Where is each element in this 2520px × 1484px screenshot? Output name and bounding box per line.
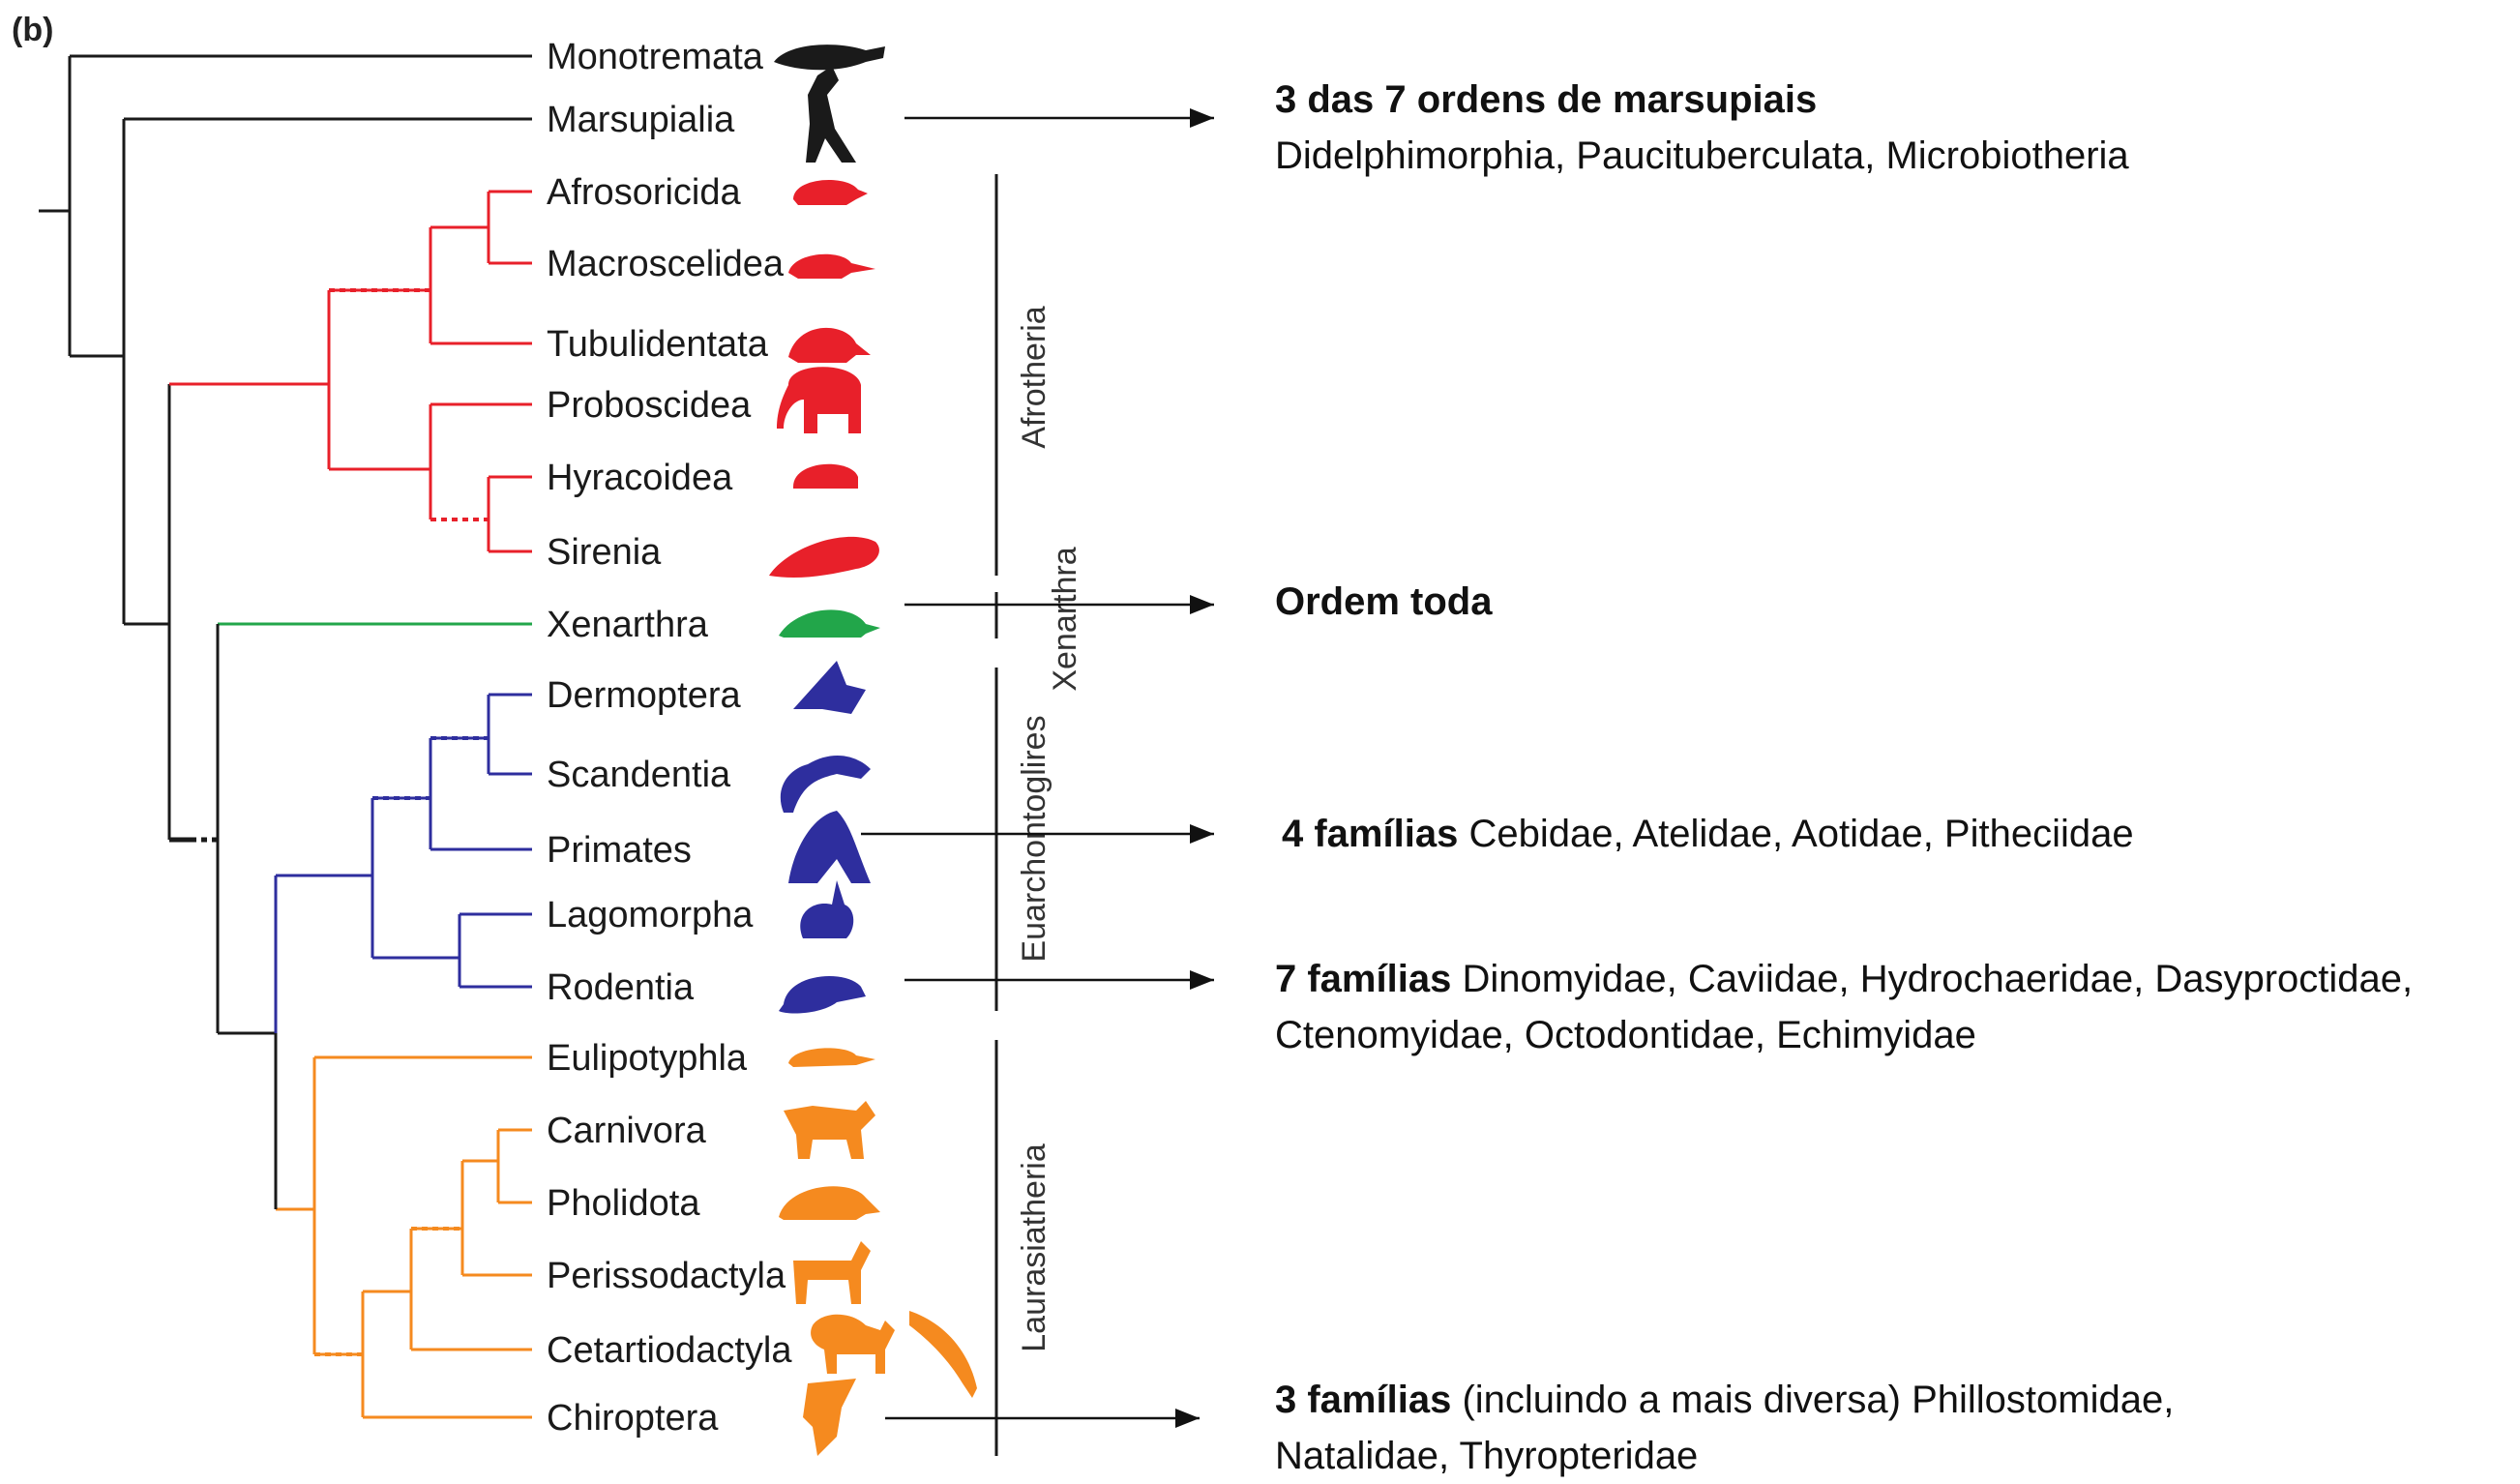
tree-branches-euarchontoglires (276, 695, 532, 1033)
taxon-label: Scandentia (547, 755, 731, 795)
euarchontoglires-clade-label: Euarchontoglires (1016, 715, 1052, 962)
rodentia-note-line2: Ctenomyidae, Octodontidae, Echimyidae (1275, 1007, 2413, 1063)
aardvark-icon (788, 328, 871, 363)
taxon-row-marsupialia: Marsupialia (547, 66, 856, 163)
taxon-row-carnivora: Carnivora (547, 1101, 875, 1159)
chiroptera-note: 3 famílias (incluindo a mais diversa) Ph… (1275, 1372, 2174, 1484)
taxon-label: Cetartiodactyla (547, 1330, 792, 1371)
marsupialia-note: 3 das 7 ordens de marsupiais Didelphimor… (1275, 72, 2129, 184)
taxon-row-eulipotyphla: Eulipotyphla (547, 1038, 875, 1079)
taxon-row-afrosoricida: Afrosoricida (547, 172, 868, 213)
taxon-row-proboscidea: Proboscidea (547, 367, 861, 433)
taxon-label: Tubulidentata (547, 324, 769, 365)
taxa-list: MonotremataMarsupialiaAfrosoricidaMacros… (547, 37, 977, 1456)
elephant-shrew-icon (788, 254, 875, 279)
hyrax-icon (793, 464, 858, 489)
tenrec-icon (793, 180, 868, 205)
primate-icon (788, 811, 871, 883)
taxon-label: Rodentia (547, 967, 695, 1008)
rodentia-note: 7 famílias Dinomyidae, Caviidae, Hydroch… (1275, 951, 2413, 1063)
rodentia-note-bold: 7 famílias (1275, 958, 1451, 1000)
taxon-row-tubulidentata: Tubulidentata (547, 324, 871, 365)
taxon-label: Proboscidea (547, 385, 752, 426)
taxon-row-primates: Primates (547, 811, 871, 883)
rodent-icon (779, 976, 866, 1014)
tree-branches-afrotheria (169, 192, 532, 551)
taxon-label: Macroscelidea (547, 244, 785, 284)
taxon-label: Perissodactyla (547, 1256, 786, 1296)
taxon-label: Carnivora (547, 1111, 707, 1151)
panel-label: (b) (12, 12, 53, 48)
taxon-label: Xenarthra (547, 605, 709, 645)
shrew-icon (788, 1048, 875, 1067)
taxon-label: Primates (547, 830, 692, 871)
xenarthra-note-bold: Ordem toda (1275, 580, 1492, 623)
taxon-row-hyracoidea: Hyracoidea (547, 458, 858, 498)
armadillo-icon (779, 609, 880, 638)
chiroptera-note-rest: (incluindo a mais diversa) Phillostomida… (1451, 1379, 2174, 1421)
taxon-label: Monotremata (547, 37, 764, 77)
primates-note-rest: Cebidae, Atelidae, Aotidae, Pitheciidae (1458, 813, 2133, 855)
tree-branches-black (39, 56, 532, 1033)
xenarthra-clade-label: Xenarthra (1047, 547, 1083, 691)
taxon-label: Marsupialia (547, 100, 735, 140)
taxon-row-macroscelidea: Macroscelidea (547, 244, 875, 284)
taxon-label: Pholidota (547, 1183, 700, 1224)
taxon-label: Afrosoricida (547, 172, 741, 213)
colugo-icon (793, 661, 866, 714)
taxon-row-sirenia: Sirenia (547, 532, 879, 578)
taxon-row-lagomorpha: Lagomorpha (547, 880, 853, 938)
platypus-icon (774, 45, 885, 70)
afrotheria-clade-label: Afrotheria (1016, 306, 1052, 448)
bat-icon (803, 1379, 856, 1456)
taxon-row-chiroptera: Chiroptera (547, 1379, 856, 1456)
xenarthra-note: Ordem toda (1275, 574, 1492, 630)
taxon-label: Sirenia (547, 532, 662, 573)
rabbit-icon (800, 880, 853, 938)
taxon-row-rodentia: Rodentia (547, 967, 866, 1014)
marsupialia-note-line2: Didelphimorphia, Paucituberculata, Micro… (1275, 128, 2129, 184)
kangaroo-icon (806, 66, 856, 163)
big-cat-icon (784, 1101, 875, 1159)
elephant-icon (777, 367, 861, 433)
taxon-label: Hyracoidea (547, 458, 733, 498)
taxon-row-perissodactyla: Perissodactyla (547, 1241, 871, 1304)
taxon-row-pholidota: Pholidota (547, 1183, 880, 1224)
taxon-row-xenarthra: Xenarthra (547, 605, 880, 645)
tree-branches-black-thick (169, 840, 218, 1033)
laurasiatheria-clade-label: Laurasiatheria (1016, 1143, 1052, 1352)
taxon-row-dermoptera: Dermoptera (547, 661, 866, 716)
manatee-icon (769, 537, 879, 578)
taxon-row-scandentia: Scandentia (547, 755, 871, 813)
rodentia-note-rest: Dinomyidae, Caviidae, Hydrochaeridae, Da… (1451, 958, 2413, 1000)
mammal-phylogenetic-tree: (b) (0, 0, 1258, 1473)
taxon-label: Chiroptera (547, 1398, 719, 1439)
horse-icon (793, 1241, 871, 1304)
taxon-label: Eulipotyphla (547, 1038, 748, 1079)
taxon-label: Dermoptera (547, 675, 741, 716)
primates-note: 4 famílias Cebidae, Atelidae, Aotidae, P… (1282, 806, 2134, 862)
treeshrew-icon (781, 756, 871, 813)
pangolin-icon (779, 1186, 880, 1220)
taxon-label: Lagomorpha (547, 895, 754, 935)
tree-branches-laurasiatheria (276, 1057, 532, 1417)
marsupialia-note-bold: 3 das 7 ordens de marsupiais (1275, 78, 1817, 121)
chiroptera-note-bold: 3 famílias (1275, 1379, 1451, 1421)
chiroptera-note-line2: Natalidae, Thyropteridae (1275, 1428, 2174, 1484)
taxon-row-cetartiodactyla: Cetartiodactyla (547, 1311, 977, 1398)
primates-note-bold: 4 famílias (1282, 813, 1458, 855)
